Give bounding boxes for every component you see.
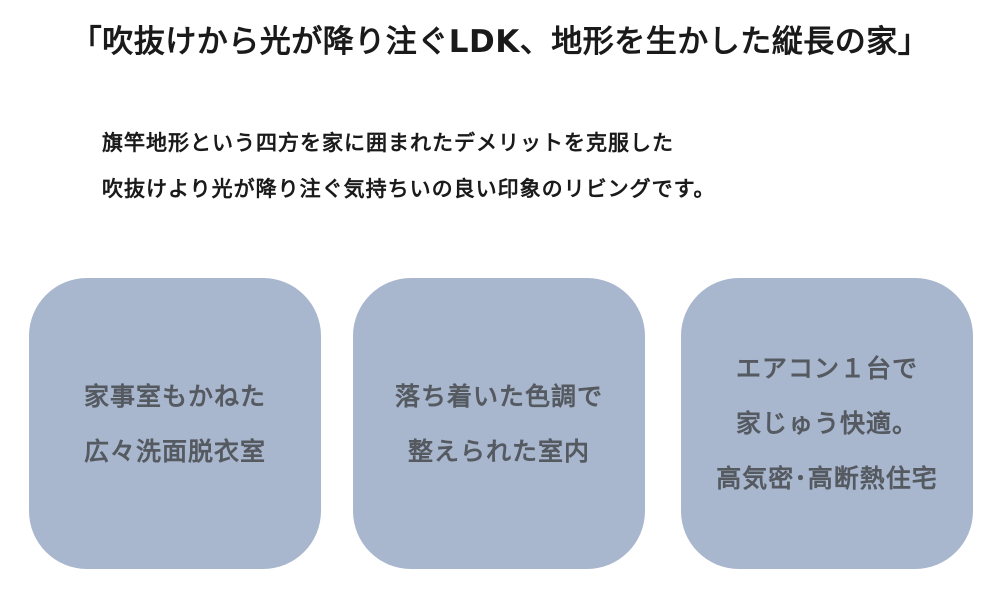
feature-card-line: 落ち着いた色調で bbox=[394, 381, 603, 411]
page-title: 「吹抜けから光が降り注ぐLDK、地形を生かした縦長の家」 bbox=[70, 24, 930, 60]
feature-card-line: 広々洗面脱衣室 bbox=[83, 436, 266, 466]
intro-line: 吹抜けより光が降り注ぐ気持ちいの良い印象のリビングです。 bbox=[102, 177, 716, 201]
feature-card-line: 整えられた室内 bbox=[407, 436, 590, 466]
feature-card-line: エアコン１台で bbox=[735, 354, 918, 383]
feature-card-interior: 落ち着いた色調で 整えられた室内 bbox=[353, 278, 645, 569]
feature-card-line: 高気密･高断熱住宅 bbox=[716, 464, 938, 493]
feature-card-laundry-room: 家事室もかねた 広々洗面脱衣室 bbox=[29, 278, 321, 569]
intro-line: 旗竿地形という四方を家に囲まれたデメリットを克服した bbox=[102, 131, 674, 155]
feature-card-line: 家じゅう快適。 bbox=[735, 409, 918, 438]
intro-text: 旗竿地形という四方を家に囲まれたデメリットを克服した 吹抜けより光が降り注ぐ気持… bbox=[102, 120, 962, 212]
feature-card-insulation: エアコン１台で 家じゅう快適。 高気密･高断熱住宅 bbox=[681, 278, 973, 569]
feature-card-line: 家事室もかねた bbox=[83, 381, 266, 411]
